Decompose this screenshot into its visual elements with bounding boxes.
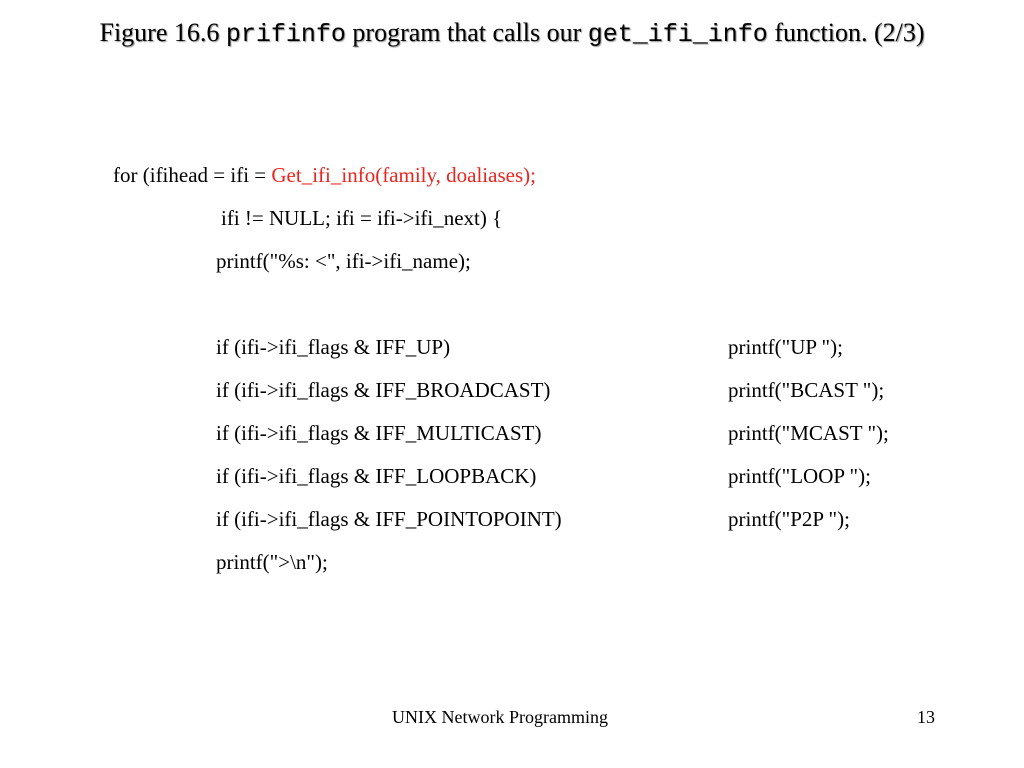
- title-function-name: get_ifi_info: [587, 20, 768, 49]
- footer-course-title: UNIX Network Programming: [392, 707, 608, 727]
- code-flag-action-3: printf("LOOP ");: [728, 464, 871, 488]
- code-flag-action-4: printf("P2P ");: [728, 507, 850, 531]
- code-flag-test-1: if (ifi->ifi_flags & IFF_BROADCAST): [216, 378, 551, 402]
- title-suffix: function. (2/3): [767, 18, 925, 47]
- code-flag-test-4: if (ifi->ifi_flags & IFF_POINTOPOINT): [216, 507, 562, 531]
- code-for-prefix: for (ifihead = ifi =: [113, 163, 272, 187]
- code-flag-test-2: if (ifi->ifi_flags & IFF_MULTICAST): [216, 421, 542, 445]
- code-line-print-end: printf(">\n");: [216, 550, 328, 574]
- code-flag-test-3: if (ifi->ifi_flags & IFF_LOOPBACK): [216, 464, 537, 488]
- code-line-for: for (ifihead = ifi = Get_ifi_info(family…: [113, 163, 536, 187]
- title-middle: program that calls our: [345, 18, 588, 47]
- code-line-loop-condition: ifi != NULL; ifi = ifi->ifi_next) {: [221, 206, 503, 230]
- code-line-print-name: printf("%s: <", ifi->ifi_name);: [216, 249, 471, 273]
- code-flag-test-0: if (ifi->ifi_flags & IFF_UP): [216, 335, 451, 359]
- footer-page-number: 13: [917, 707, 935, 727]
- code-flag-action-1: printf("BCAST ");: [728, 378, 885, 402]
- code-flag-action-0: printf("UP ");: [728, 335, 843, 359]
- code-flag-action-2: printf("MCAST ");: [728, 421, 889, 445]
- title-prefix: Figure 16.6: [99, 18, 226, 47]
- slide-title: Figure 16.6 prifinfo program that calls …: [0, 18, 1024, 49]
- title-program-name: prifinfo: [225, 20, 346, 49]
- code-for-call: Get_ifi_info(family, doaliases);: [271, 163, 536, 187]
